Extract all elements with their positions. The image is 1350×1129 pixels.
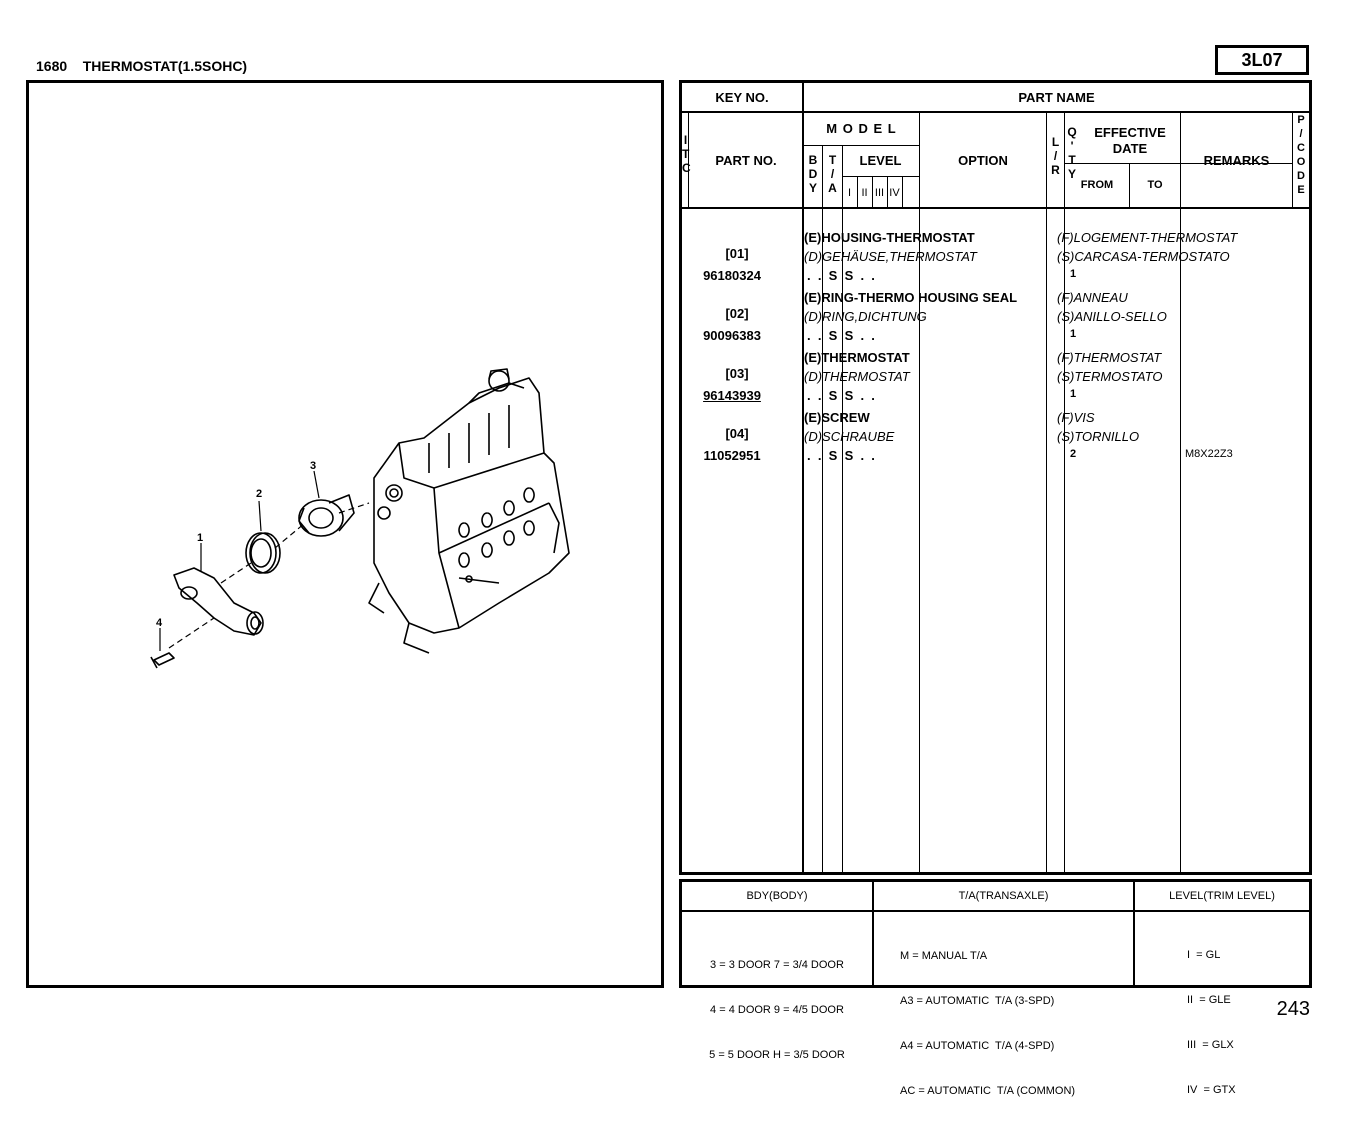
part-name-f: (F)THERMOSTAT xyxy=(1057,350,1162,365)
qty-value: 1 xyxy=(1070,388,1077,400)
exploded-view-diagram: 1 2 3 4 xyxy=(150,368,570,669)
part-name-e: (E)RING-THERMO HOUSING SEAL xyxy=(804,290,1018,305)
thermostat-part xyxy=(298,494,355,537)
remarks-header: REMARKS xyxy=(1203,153,1270,168)
part-no: 11052951 xyxy=(703,448,761,463)
part-name-d: (D)THERMOSTAT xyxy=(804,369,910,384)
part-no: 96143939 xyxy=(703,388,761,403)
level-col-i: I xyxy=(847,187,852,199)
part-no: 96180324 xyxy=(703,268,761,283)
legend-bdy-title: BDY(BODY) xyxy=(746,890,808,902)
page-number: 243 xyxy=(1276,998,1310,1020)
part-name-e: (E)THERMOSTAT xyxy=(804,350,910,365)
page-title: 1680 THERMOSTAT(1.5SOHC) xyxy=(36,58,247,74)
legend-level-list: I = GL II = GLE III = GLX IV = GTX xyxy=(1187,949,1236,1096)
part-name-f: (F)LOGEMENT-THERMOSTAT xyxy=(1057,230,1238,245)
lr-header: L/R xyxy=(1051,135,1060,177)
qty-value: 2 xyxy=(1070,448,1077,460)
effective-date-header: EFFECTIVE DATE xyxy=(1094,125,1166,156)
callout-4: 4 xyxy=(156,617,163,629)
key-no: [01] xyxy=(725,246,749,261)
level-col-iii: III xyxy=(874,187,885,199)
part-name-d: (D)RING,DICHTUNG xyxy=(804,309,927,324)
part-name-header: PART NAME xyxy=(1018,90,1095,105)
model-header: M O D E L xyxy=(826,121,897,136)
model-codes: . . S S . . xyxy=(807,388,875,403)
remarks-value: M8X22Z3 xyxy=(1185,448,1233,460)
part-name-f: (F)ANNEAU xyxy=(1057,290,1128,305)
part-name-s: (S)TORNILLO xyxy=(1057,429,1140,444)
qty-value: 1 xyxy=(1070,268,1077,280)
legend-level-title: LEVEL(TRIM LEVEL) xyxy=(1169,890,1275,902)
part-name-e: (E)HOUSING-THERMOSTAT xyxy=(804,230,975,245)
model-codes: . . S S . . xyxy=(807,268,875,283)
part-no: 90096383 xyxy=(703,328,761,343)
key-no: [04] xyxy=(725,426,749,441)
key-no: [03] xyxy=(725,366,749,381)
legend-ta-list: M = MANUAL T/A A3 = AUTOMATIC T/A (3-SPD… xyxy=(900,950,1076,1097)
from-header: FROM xyxy=(1080,179,1114,191)
engine-block xyxy=(368,368,570,654)
legend-bdy-list: 3 = 3 DOOR 7 = 3/4 DOOR 4 = 4 DOOR 9 = 4… xyxy=(709,959,845,1061)
part-name-s: (S)ANILLO-SELLO xyxy=(1057,309,1167,324)
illustration-panel: 1 2 3 4 xyxy=(26,80,664,988)
part-name-d: (D)SCHRAUBE xyxy=(804,429,895,444)
part-name-e: (E)SCREW xyxy=(804,410,870,425)
group-code-badge: 3L07 xyxy=(1215,45,1309,75)
level-col-ii: II xyxy=(861,187,868,199)
option-header: OPTION xyxy=(958,153,1008,168)
part-name-s: (S)CARCASA-TERMOSTATO xyxy=(1057,249,1230,264)
model-codes: . . S S . . xyxy=(807,448,875,463)
seal-ring-part xyxy=(245,532,281,574)
part-name-s: (S)TERMOSTATO xyxy=(1057,369,1163,384)
key-no: [02] xyxy=(725,306,749,321)
screw-part xyxy=(150,652,175,669)
section-code: 1680 xyxy=(36,58,68,74)
qty-value: 1 xyxy=(1070,328,1077,340)
callout-3: 3 xyxy=(310,460,316,472)
ta-header: T/A xyxy=(828,153,837,195)
part-name-d: (D)GEHÄUSE,THERMOSTAT xyxy=(804,249,977,264)
thermostat-housing-part xyxy=(173,567,264,636)
model-codes: . . S S . . xyxy=(807,328,875,343)
level-header: LEVEL xyxy=(859,153,902,168)
legend-panel: BDY(BODY) T/A(TRANSAXLE) LEVEL(TRIM LEVE… xyxy=(679,879,1312,1097)
part-no-header: PART NO. xyxy=(715,153,777,168)
part-name-f: (F)VIS xyxy=(1057,410,1095,425)
callout-1: 1 xyxy=(197,532,203,544)
to-header: TO xyxy=(1147,179,1163,191)
level-col-iv: IV xyxy=(889,187,900,199)
section-title: THERMOSTAT(1.5SOHC) xyxy=(82,58,248,74)
key-no-header: KEY NO. xyxy=(715,90,769,105)
legend-ta-title: T/A(TRANSAXLE) xyxy=(958,890,1049,902)
callout-2: 2 xyxy=(256,488,262,500)
